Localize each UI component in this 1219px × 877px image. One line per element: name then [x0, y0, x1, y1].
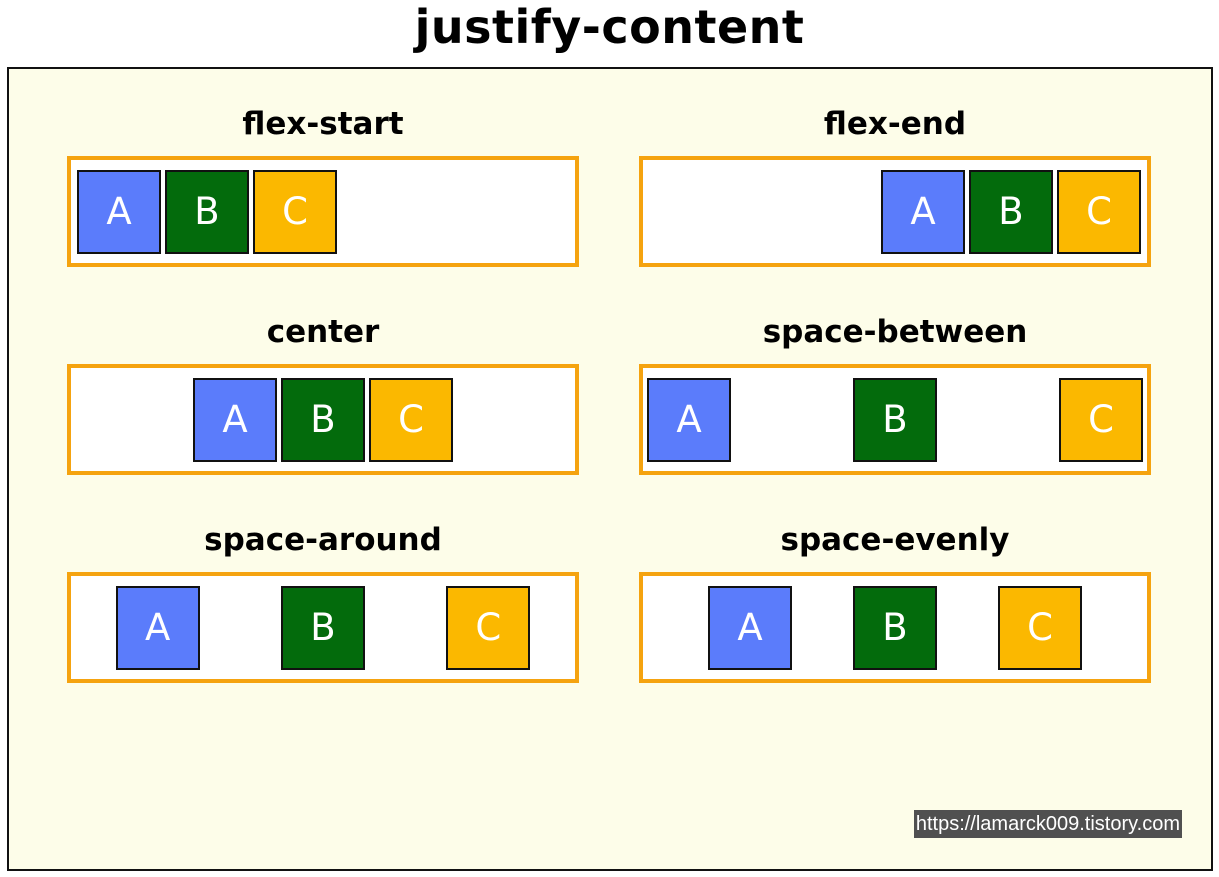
flex-item-a: A	[193, 377, 277, 462]
example-title: space-between	[762, 314, 1028, 350]
flex-item-a: A	[77, 169, 161, 254]
flex-item-c: C	[1059, 377, 1143, 462]
flex-container: A B C	[639, 572, 1151, 683]
flex-item-c: C	[1057, 169, 1141, 254]
example-title: space-around	[204, 522, 442, 558]
example-flex-end: flex-end A B C	[639, 104, 1151, 267]
example-space-around: space-around A B C	[67, 520, 579, 683]
flex-item-b: B	[280, 585, 365, 670]
example-title: space-evenly	[780, 522, 1010, 558]
flex-item-b: B	[281, 377, 365, 462]
example-title: flex-start	[242, 106, 404, 142]
flex-item-a: A	[647, 377, 731, 462]
flex-item-b: B	[853, 377, 937, 462]
watermark-url: https://lamarck009.tistory.com	[913, 810, 1182, 838]
diagram-panel: flex-start A B C flex-end A B C center A…	[7, 67, 1213, 871]
example-title: center	[266, 314, 380, 350]
flex-item-b: B	[853, 585, 937, 670]
flex-item-a: A	[115, 585, 200, 670]
flex-container: A B C	[639, 156, 1151, 267]
flex-container: A B C	[67, 572, 579, 683]
example-space-evenly: space-evenly A B C	[639, 520, 1151, 683]
example-space-between: space-between A B C	[639, 312, 1151, 475]
page-title: justify-content	[414, 0, 805, 54]
flex-item-c: C	[253, 169, 337, 254]
flex-item-c: C	[446, 585, 531, 670]
flex-item-c: C	[369, 377, 453, 462]
flex-item-b: B	[969, 169, 1053, 254]
flex-container: A B C	[67, 156, 579, 267]
example-flex-start: flex-start A B C	[67, 104, 579, 267]
flex-item-b: B	[165, 169, 249, 254]
flex-item-a: A	[881, 169, 965, 254]
flex-container: A B C	[639, 364, 1151, 475]
flex-item-a: A	[708, 585, 792, 670]
example-title: flex-end	[823, 106, 967, 142]
example-center: center A B C	[67, 312, 579, 475]
flex-container: A B C	[67, 364, 579, 475]
flex-item-c: C	[998, 585, 1082, 670]
